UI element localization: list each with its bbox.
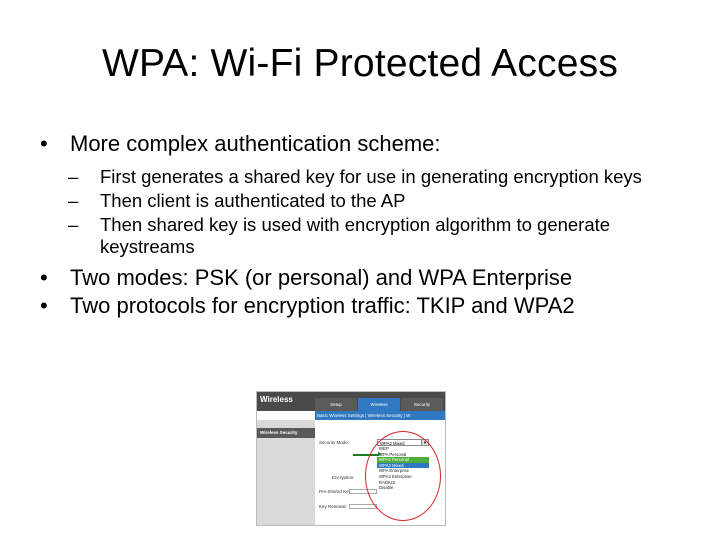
sub-bullet-text: Then client is authenticated to the AP [100,190,406,211]
router-section-title: Wireless [260,395,293,404]
sub-bullet-text: Then shared key is used with encryption … [100,214,611,257]
bullet-protocols: • Two protocols for encryption traffic: … [40,292,700,320]
key-renewal-label: Key Renewal: [319,504,347,509]
tab-security[interactable]: Security [401,398,443,411]
sub-bullet-client-auth: – Then client is authenticated to the AP [40,190,700,212]
sub-bullet-shared-key: – First generates a shared key for use i… [40,166,700,188]
router-subnav[interactable]: Basic Wireless Settings | Wireless Secur… [315,411,445,420]
sub-bullet-dash: – [68,214,79,235]
sub-bullet-keystreams: – Then shared key is used with encryptio… [40,214,700,258]
router-settings-screenshot: Wireless Setup Wireless Security Basic W… [256,391,446,526]
sub-bullet-dash: – [68,190,79,211]
tab-wireless[interactable]: Wireless [358,398,400,411]
router-tabs: Setup Wireless Security [315,398,444,411]
bullet-text: Two modes: PSK (or personal) and WPA Ent… [70,265,573,290]
bullet-text: Two protocols for encryption traffic: TK… [70,293,575,318]
encryption-label: Encryption: [332,475,355,480]
bullet-auth-scheme: • More complex authentication scheme: [40,130,700,158]
sub-bullet-dash: – [68,166,79,187]
bullet-list: • More complex authentication scheme: – … [40,130,700,320]
highlight-circle [365,431,441,521]
sidebar-header: Wireless Security [257,428,315,438]
bullet-dot: • [40,265,48,290]
bullet-text: More complex authentication scheme: [70,131,441,156]
bullet-dot: • [40,293,48,318]
bullet-dot: • [40,131,48,156]
slide-title: WPA: Wi-Fi Protected Access [101,42,619,85]
sub-bullet-text: First generates a shared key for use in … [100,166,642,187]
bullet-modes: • Two modes: PSK (or personal) and WPA E… [40,264,700,292]
tab-setup[interactable]: Setup [315,398,357,411]
security-mode-label: Security Mode: [319,440,350,445]
sub-bullet-list: – First generates a shared key for use i… [40,166,700,258]
pre-shared-key-label: Pre-Shared Key: [319,489,353,494]
